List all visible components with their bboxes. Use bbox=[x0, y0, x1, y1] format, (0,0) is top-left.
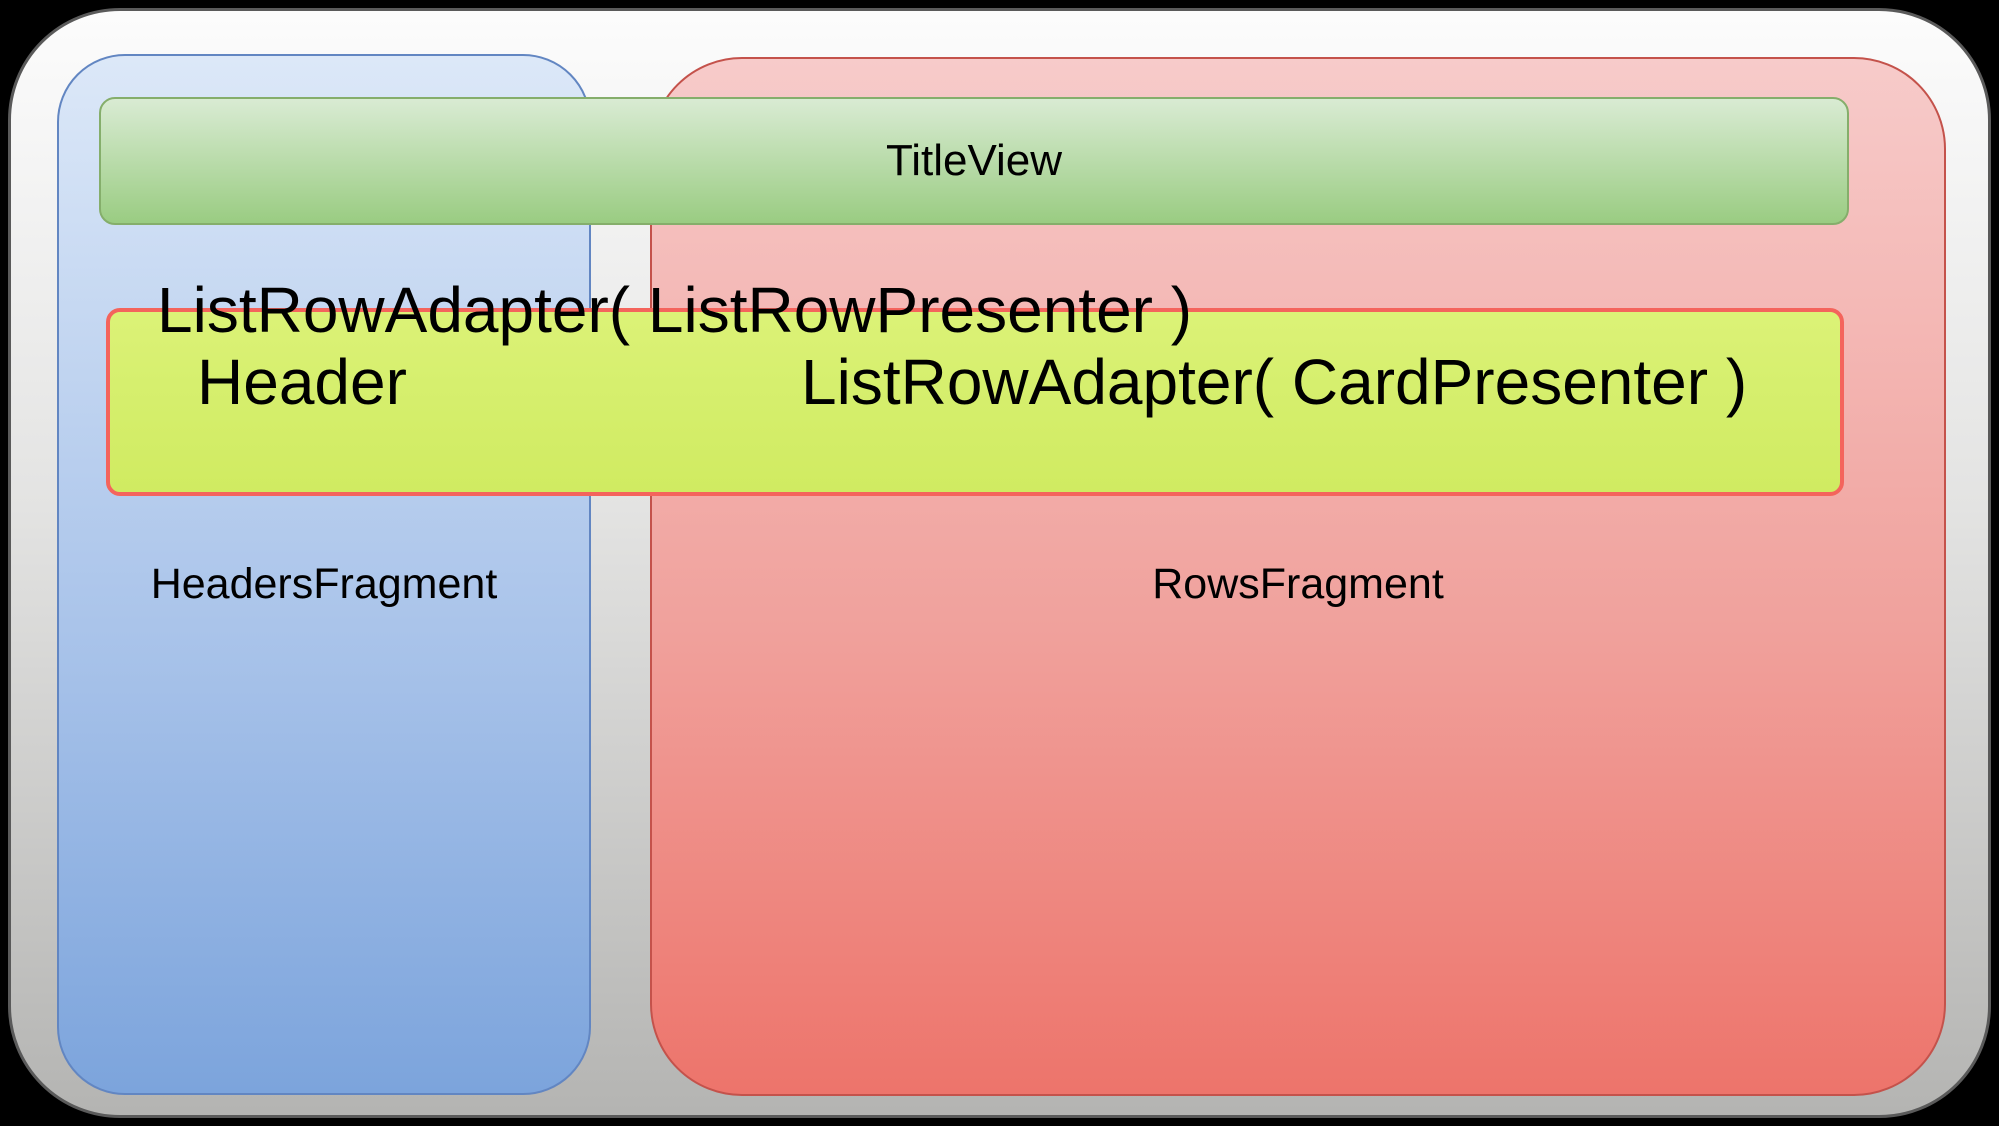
headers-fragment-label: HeadersFragment bbox=[150, 560, 498, 608]
title-view-bar: TitleView bbox=[99, 97, 1849, 225]
title-view-label: TitleView bbox=[885, 136, 1063, 185]
rows-fragment-box: RowsFragment bbox=[650, 57, 1946, 1096]
list-row-presenter-adapter-caption: ListRowAdapter( ListRowPresenter ) bbox=[157, 274, 1193, 346]
row-header-label: Header bbox=[197, 346, 407, 418]
browse-frame: HeadersFragment RowsFragment TitleView H… bbox=[8, 8, 1991, 1118]
rows-fragment-label: RowsFragment bbox=[1152, 560, 1444, 608]
headers-fragment-box: HeadersFragment bbox=[57, 54, 591, 1095]
list-row-bar: Header ListRowAdapter( CardPresenter ) bbox=[106, 308, 1844, 496]
card-presenter-adapter-label: ListRowAdapter( CardPresenter ) bbox=[801, 346, 1748, 418]
